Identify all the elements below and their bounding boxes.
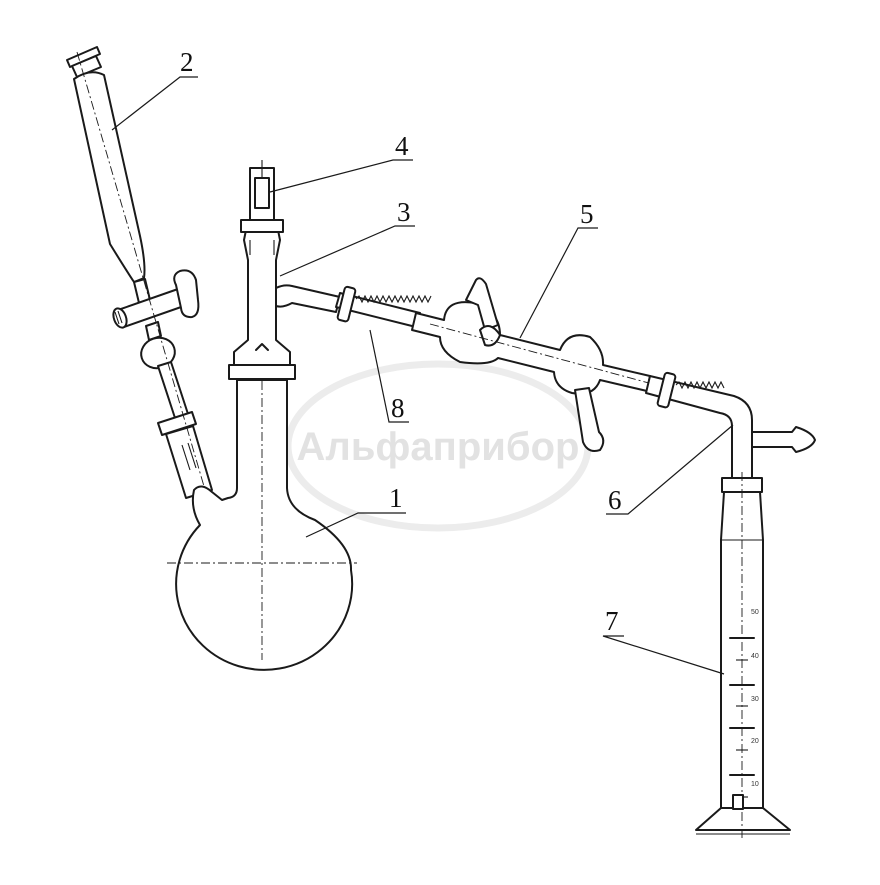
- watermark: Альфаприбор: [284, 360, 592, 532]
- label-2: 2: [180, 47, 194, 77]
- watermark-text: Альфаприбор: [297, 425, 580, 469]
- distillation-head: [233, 219, 341, 366]
- label-1: 1: [389, 483, 403, 513]
- label-7: 7: [605, 606, 619, 636]
- thermometer: [249, 160, 275, 221]
- label-5: 5: [580, 199, 594, 229]
- condenser: [411, 277, 661, 452]
- label-3: 3: [397, 197, 411, 227]
- label-8: 8: [391, 393, 405, 423]
- graduated-cylinder: 50 40 30 20 10: [695, 472, 791, 840]
- adapter: [645, 371, 816, 479]
- label-4: 4: [395, 131, 409, 161]
- scale-20: 20: [751, 738, 759, 745]
- scale-40: 40: [751, 653, 759, 660]
- scale-50: 50: [751, 609, 759, 616]
- dropping-funnel: [66, 46, 213, 501]
- scale-10: 10: [751, 781, 759, 788]
- callout-labels: 1 2 3 4 5 6 7 8: [180, 47, 622, 636]
- leader-lines: [111, 76, 734, 675]
- scale-30: 30: [751, 696, 759, 703]
- label-6: 6: [608, 485, 622, 515]
